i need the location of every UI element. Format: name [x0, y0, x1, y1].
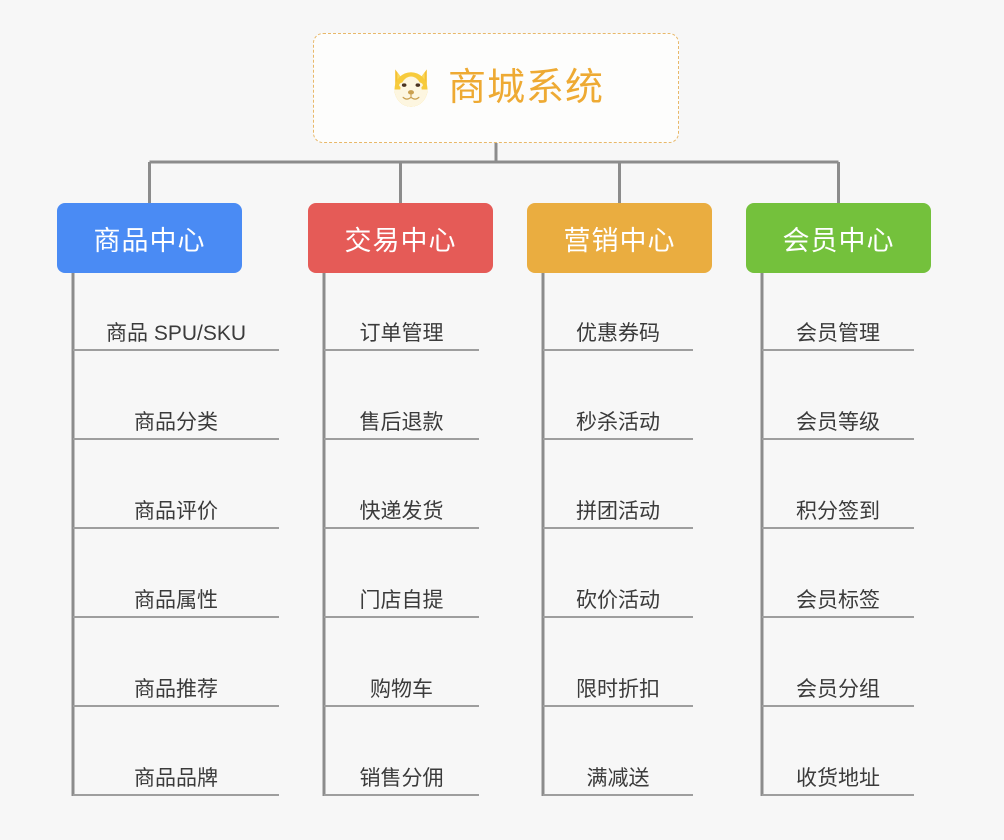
leaf-item-label: 商品 SPU/SKU [105, 321, 247, 345]
leaf-item[interactable]: 砍价活动 [543, 574, 693, 618]
leaf-item[interactable]: 商品推荐 [73, 663, 279, 707]
leaf-item-label: 商品品牌 [134, 766, 218, 790]
leaf-item[interactable]: 商品分类 [73, 396, 279, 440]
leaf-item[interactable]: 商品品牌 [73, 752, 279, 796]
branch-column-1: 商品中心 [57, 203, 242, 273]
category-box[interactable]: 交易中心 [308, 203, 493, 273]
leaf-item-label: 销售分佣 [359, 766, 444, 790]
leaf-item-label: 会员等级 [796, 410, 880, 434]
leaf-item[interactable]: 订单管理 [324, 307, 479, 351]
category-box[interactable]: 营销中心 [527, 203, 712, 273]
leaf-item[interactable]: 商品 SPU/SKU [73, 307, 279, 351]
root-node[interactable]: 商城系统 [313, 33, 679, 143]
branch-column-4: 会员中心 [746, 203, 931, 273]
leaf-item-label: 订单管理 [359, 321, 444, 345]
branch-column-3: 营销中心 [527, 203, 712, 273]
leaf-item-label: 限时折扣 [576, 677, 660, 701]
leaf-item-label: 秒杀活动 [576, 410, 660, 434]
leaf-item[interactable]: 拼团活动 [543, 485, 693, 529]
leaf-item-label: 会员分组 [796, 677, 880, 701]
leaf-item-label: 商品评价 [134, 499, 218, 523]
leaf-item-label: 门店自提 [359, 588, 444, 612]
leaf-item-label: 会员管理 [796, 321, 880, 345]
leaf-item[interactable]: 收货地址 [762, 752, 914, 796]
leaf-item[interactable]: 积分签到 [762, 485, 914, 529]
leaf-item-label: 收货地址 [796, 766, 880, 790]
leaf-item[interactable]: 会员等级 [762, 396, 914, 440]
leaf-item-label: 拼团活动 [576, 499, 660, 523]
leaf-item-label: 商品推荐 [134, 677, 218, 701]
leaf-item[interactable]: 会员管理 [762, 307, 914, 351]
leaf-item[interactable]: 优惠券码 [543, 307, 693, 351]
leaf-item-label: 购物车 [370, 677, 433, 701]
leaf-item[interactable]: 限时折扣 [543, 663, 693, 707]
leaf-item-label: 会员标签 [796, 588, 880, 612]
leaf-item-label: 商品分类 [134, 410, 218, 434]
leaf-item[interactable]: 会员标签 [762, 574, 914, 618]
shiba-dog-icon [394, 69, 428, 107]
category-box[interactable]: 会员中心 [746, 203, 931, 273]
leaf-item-label: 积分签到 [796, 499, 880, 523]
category-box[interactable]: 商品中心 [57, 203, 242, 273]
leaf-item[interactable]: 销售分佣 [324, 752, 479, 796]
root-title: 商城系统 [447, 67, 604, 109]
leaf-item-label: 售后退款 [359, 410, 444, 434]
leaf-item[interactable]: 门店自提 [324, 574, 479, 618]
leaf-item-label: 商品属性 [134, 588, 218, 612]
leaf-item[interactable]: 购物车 [324, 663, 479, 707]
branch-column-2: 交易中心 [308, 203, 493, 273]
leaf-item[interactable]: 秒杀活动 [543, 396, 693, 440]
leaf-item-label: 砍价活动 [576, 588, 660, 612]
leaf-item[interactable]: 满减送 [543, 752, 693, 796]
leaf-item-label: 快递发货 [359, 499, 444, 523]
leaf-item[interactable]: 售后退款 [324, 396, 479, 440]
leaf-item[interactable]: 商品属性 [73, 574, 279, 618]
leaf-item[interactable]: 快递发货 [324, 485, 479, 529]
leaf-item[interactable]: 会员分组 [762, 663, 914, 707]
leaf-item-label: 满减送 [586, 766, 650, 790]
leaf-item-label: 优惠券码 [576, 321, 660, 345]
leaf-item[interactable]: 商品评价 [73, 485, 279, 529]
